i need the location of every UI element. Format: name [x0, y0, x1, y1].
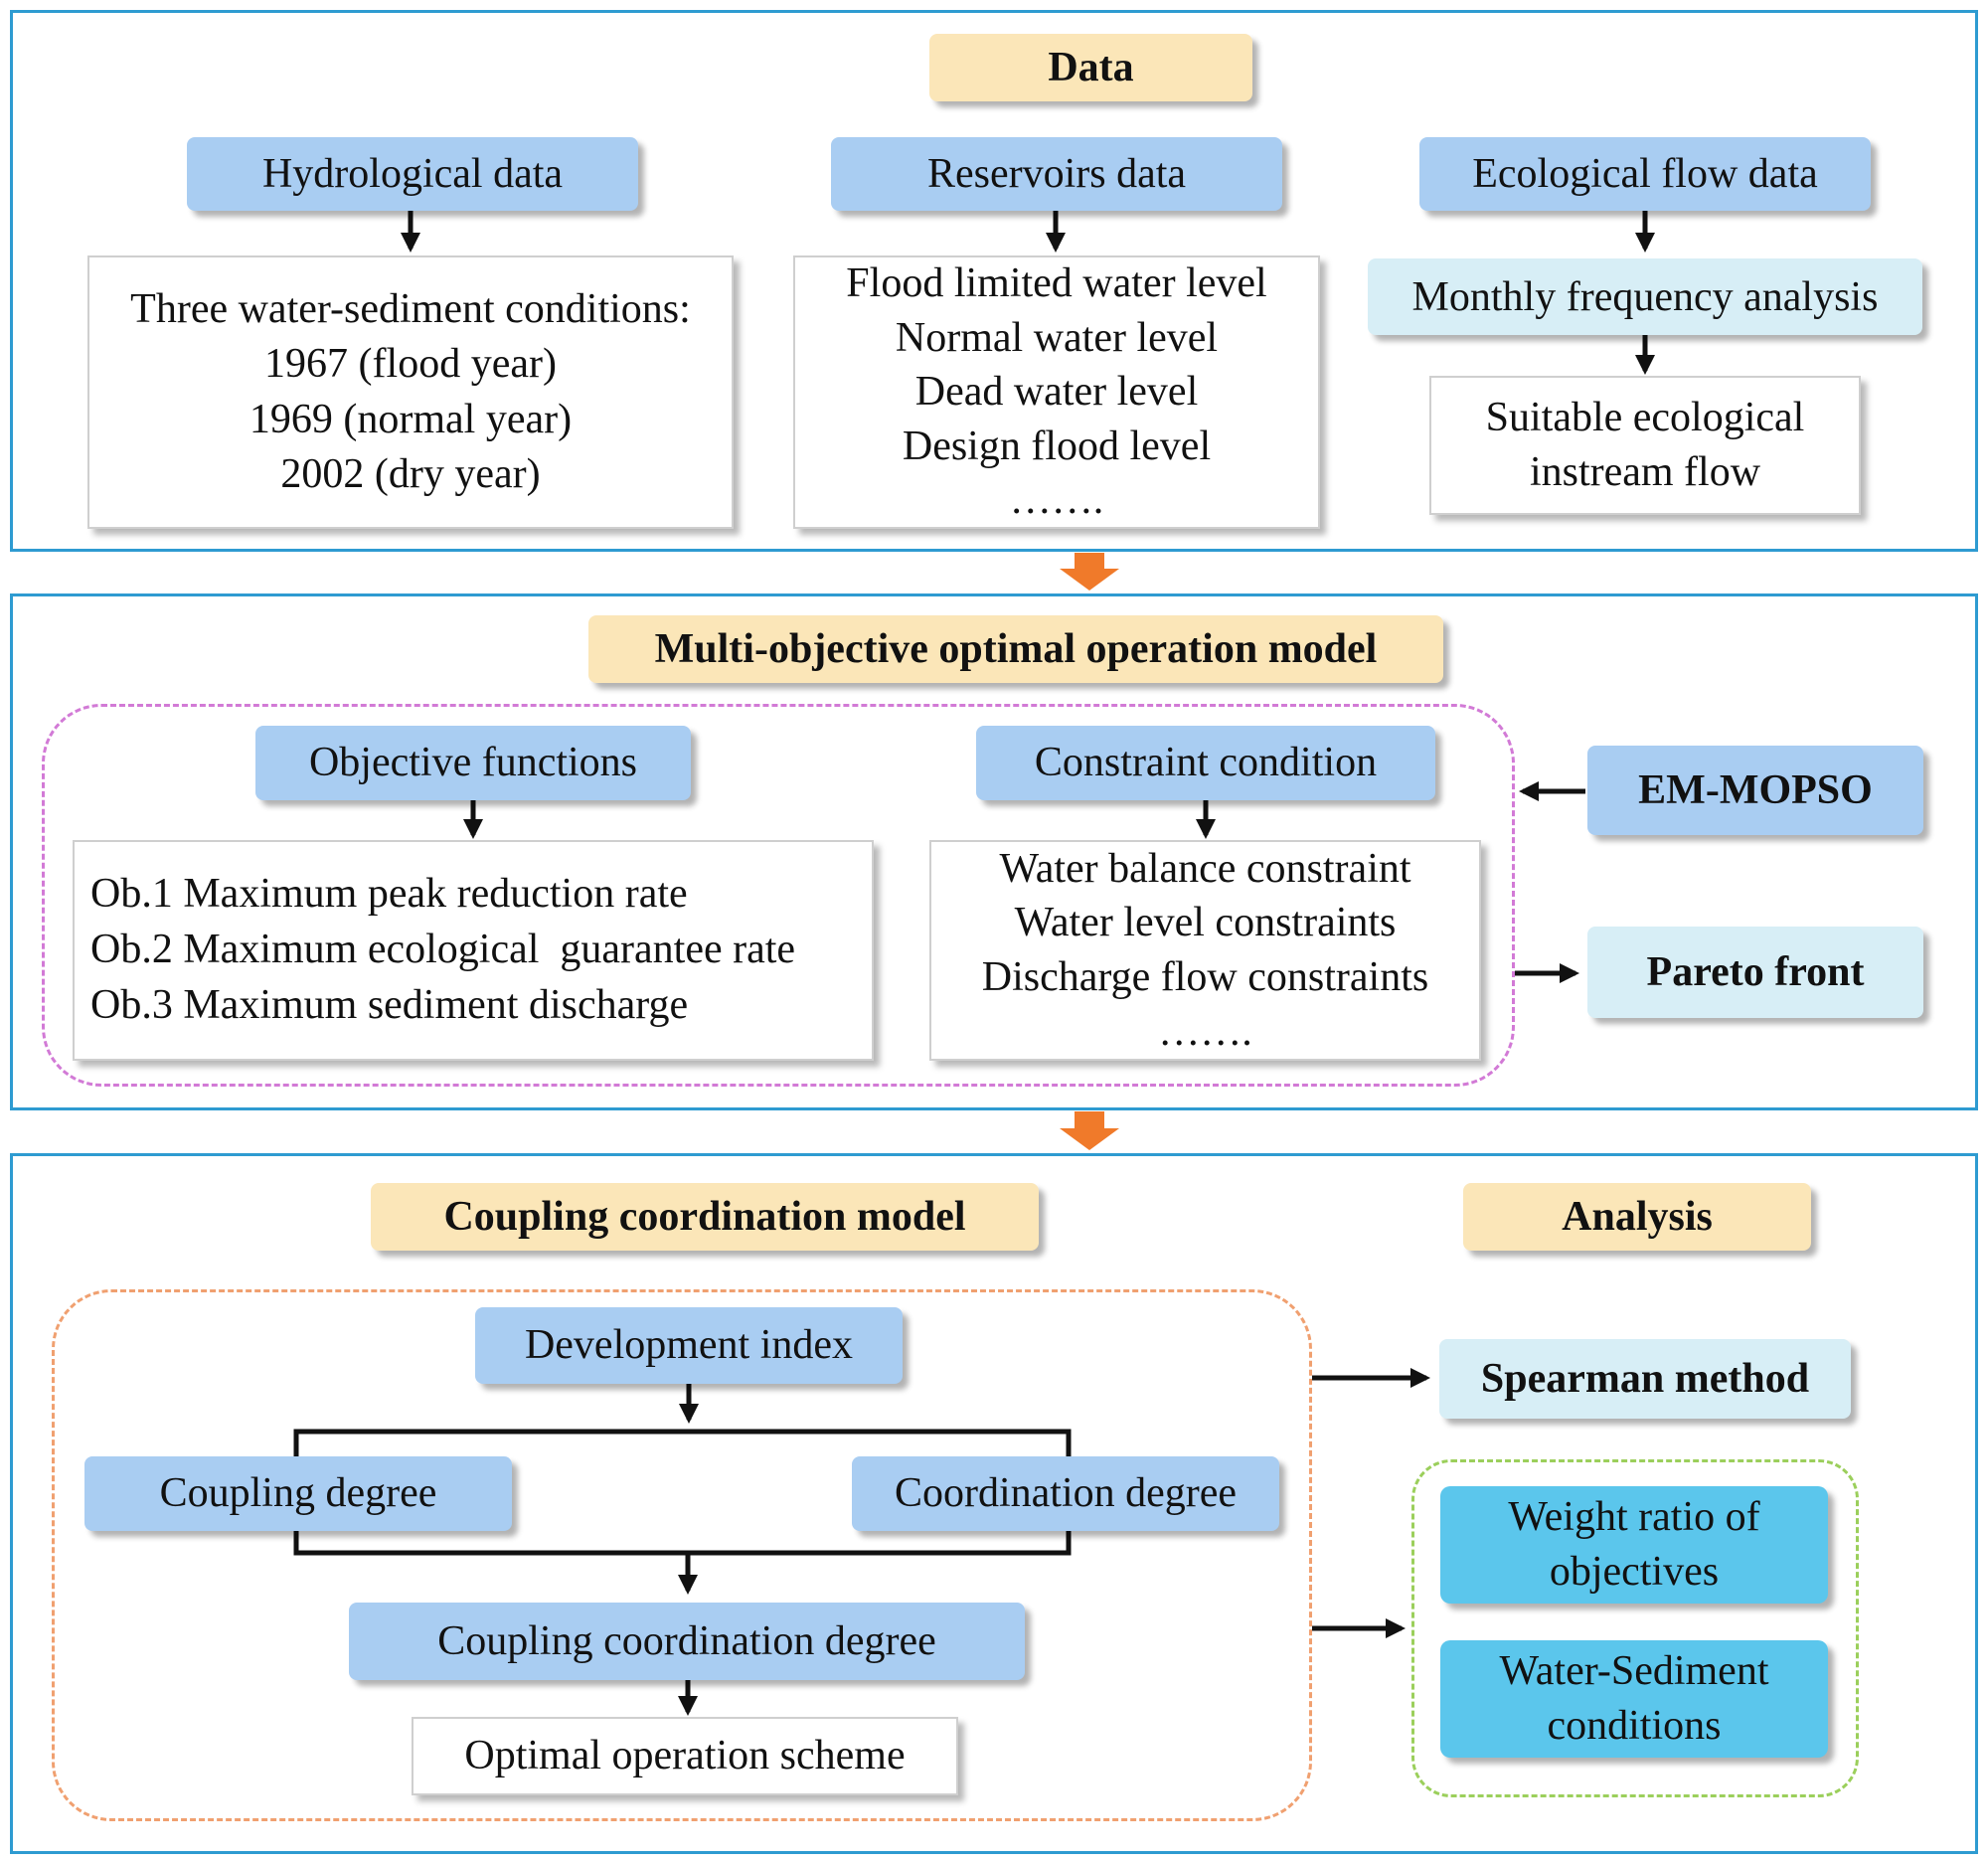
- ecological-line-2: instream flow: [1529, 449, 1761, 495]
- reservoirs-data-details: Flood limited water level Normal water l…: [793, 255, 1320, 529]
- hydrological-data-header: Hydrological data: [187, 137, 638, 211]
- objective-line-1: Ob.1 Maximum peak reduction rate: [90, 871, 688, 918]
- development-index-box: Development index: [475, 1307, 903, 1384]
- analysis-factors-outline: [1411, 1459, 1859, 1797]
- reservoirs-line-3: Dead water level: [914, 369, 1199, 416]
- hydrological-data-details: Three water-sediment conditions: 1967 (f…: [87, 255, 734, 529]
- constraint-line-3: Discharge flow constraints: [981, 954, 1429, 1000]
- coupling-group-outline: [52, 1289, 1312, 1821]
- reservoirs-line-1: Flood limited water level: [846, 260, 1267, 307]
- hydrological-line-2: 1967 (flood year): [264, 341, 557, 388]
- objective-line-3: Ob.3 Maximum sediment discharge: [90, 981, 689, 1028]
- spearman-method-box: Spearman method: [1439, 1339, 1851, 1419]
- constraint-condition-details: Water balance constraint Water level con…: [929, 840, 1481, 1061]
- coordination-degree-box: Coordination degree: [852, 1456, 1279, 1531]
- ecological-line-1: Suitable ecological: [1485, 394, 1805, 440]
- constraint-line-1: Water balance constraint: [999, 845, 1411, 892]
- objective-line-2: Ob.2 Maximum ecological guarantee rate: [90, 927, 796, 973]
- ecological-flow-data-header: Ecological flow data: [1419, 137, 1871, 211]
- analysis-title: Analysis: [1463, 1183, 1811, 1251]
- hydrological-line-4: 2002 (dry year): [280, 450, 541, 497]
- coupling-coordination-degree-box: Coupling coordination degree: [349, 1603, 1025, 1680]
- weight-ratio-box: Weight ratio of objectives: [1440, 1486, 1828, 1604]
- hydrological-line-1: Three water-sediment conditions:: [130, 285, 691, 332]
- reservoirs-line-5: …….: [1009, 477, 1104, 524]
- model-group-outline: [42, 704, 1515, 1087]
- suitable-ecological-flow-box: Suitable ecological instream flow: [1429, 376, 1861, 515]
- coupling-degree-box: Coupling degree: [84, 1456, 512, 1531]
- model-title: Multi-objective optimal operation model: [588, 615, 1443, 683]
- reservoirs-line-4: Design flood level: [902, 423, 1212, 469]
- constraint-line-2: Water level constraints: [1014, 900, 1397, 946]
- water-sediment-conditions-box: Water-Sediment conditions: [1440, 1640, 1828, 1758]
- data-title: Data: [929, 34, 1252, 101]
- constraint-line-4: …….: [1158, 1008, 1252, 1055]
- monthly-frequency-analysis-box: Monthly frequency analysis: [1368, 258, 1922, 335]
- hydrological-line-3: 1969 (normal year): [248, 396, 573, 442]
- reservoirs-data-header: Reservoirs data: [831, 137, 1282, 211]
- constraint-condition-header: Constraint condition: [976, 726, 1435, 800]
- reservoirs-line-2: Normal water level: [895, 314, 1219, 361]
- optimal-operation-scheme-box: Optimal operation scheme: [412, 1717, 958, 1795]
- objective-functions-details: Ob.1 Maximum peak reduction rate Ob.2 Ma…: [73, 840, 874, 1061]
- em-mopso-box: EM-MOPSO: [1587, 746, 1923, 835]
- objective-functions-header: Objective functions: [255, 726, 691, 800]
- coupling-model-title: Coupling coordination model: [371, 1183, 1039, 1251]
- pareto-front-box: Pareto front: [1587, 927, 1923, 1018]
